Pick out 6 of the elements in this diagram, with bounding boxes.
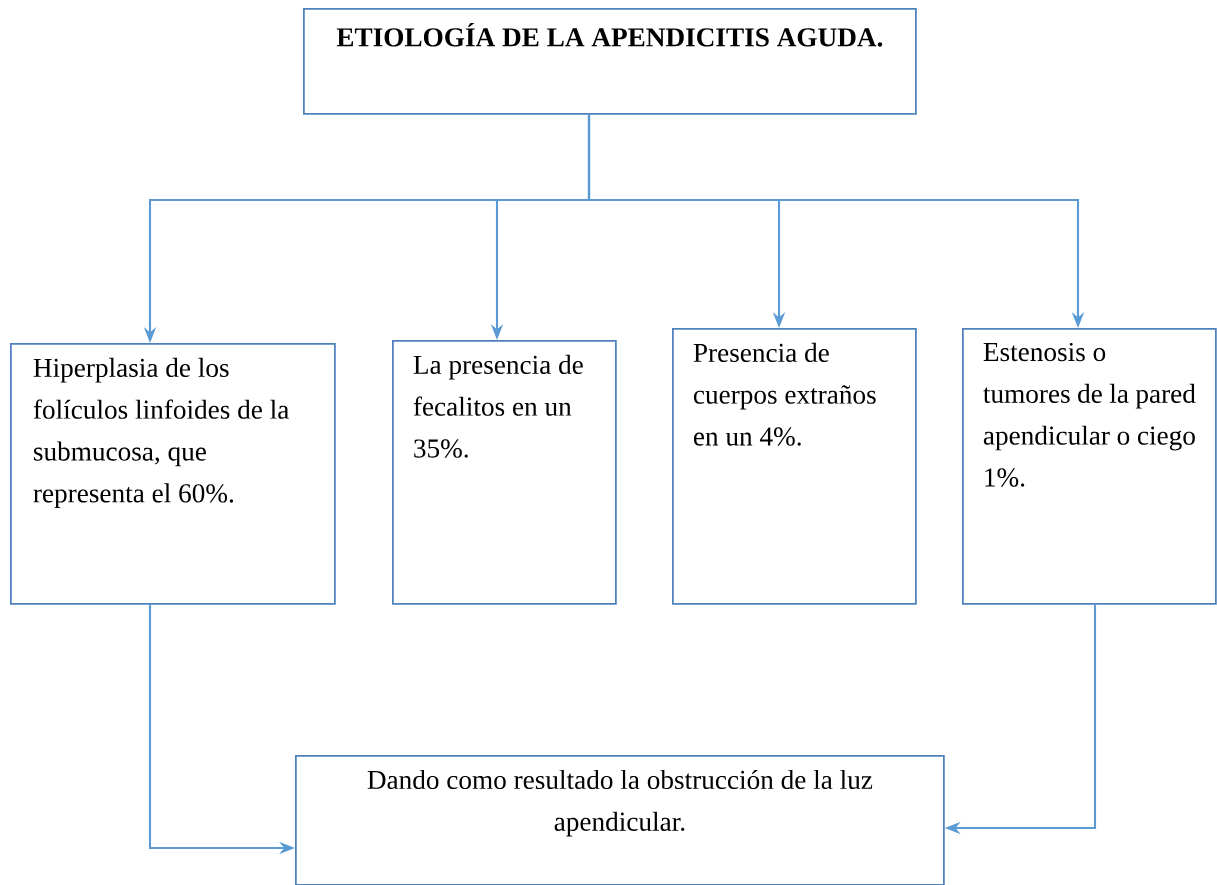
process-box: Dando como resultado la obstrucción de la luz apendicular.	[295, 755, 945, 885]
process-box: La presencia de fecalitos en un 35%.	[392, 340, 617, 605]
process-box: Presencia de cuerpos extraños en un 4%.	[672, 328, 917, 605]
process-box: Estenosis o tumores de la pared apendicular o ciego 1%.	[962, 328, 1217, 605]
process-box: Hiperplasia de los folículos linfoides de la submucosa, que representa el 60%.	[10, 343, 336, 605]
process-box: ETIOLOGÍA DE LA APENDICITIS AGUDA.	[303, 8, 917, 115]
